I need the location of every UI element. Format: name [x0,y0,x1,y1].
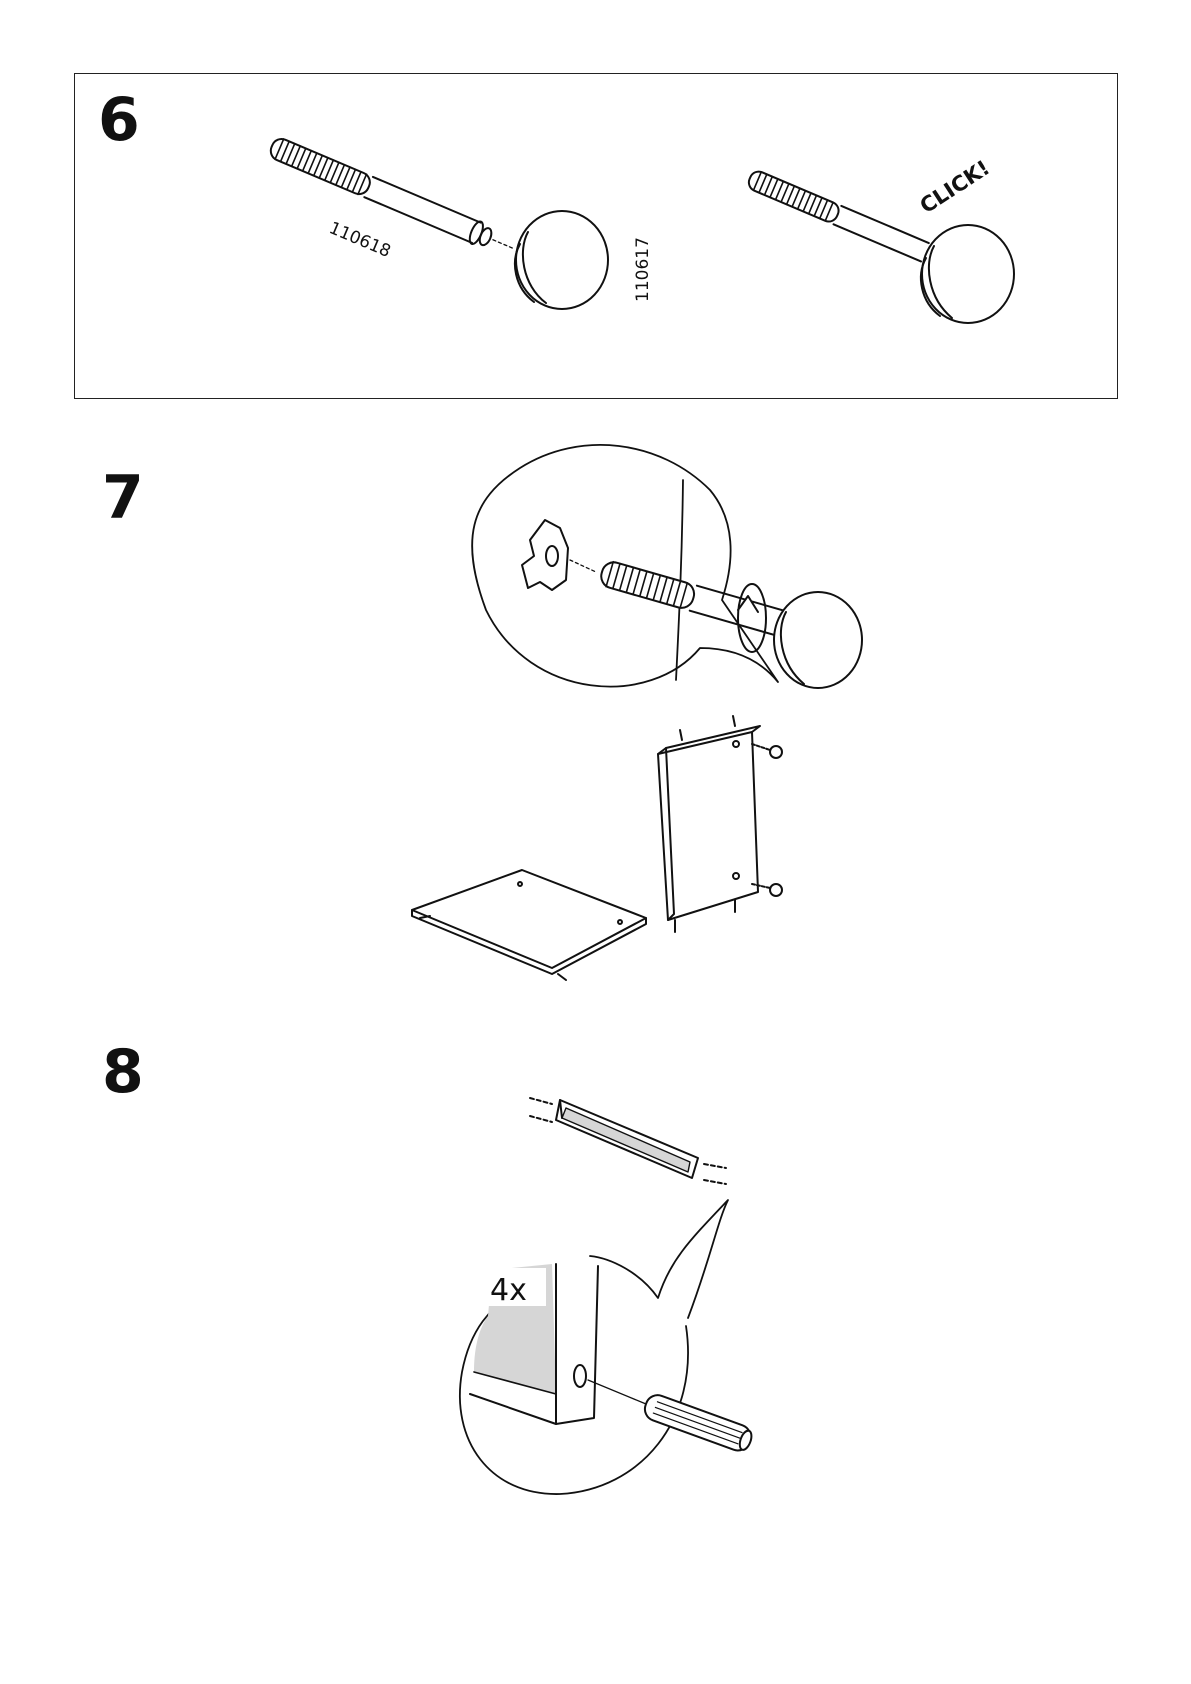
step7-side-panel [658,716,782,932]
quantity-label: 4x [490,1273,527,1308]
step8-rail [530,1098,726,1184]
rotate-arrow-icon [738,584,766,652]
step8-detail-callout [460,1200,755,1494]
step6-assembled-bolt [746,169,929,262]
knob-part-number: 110617 [633,237,653,302]
click-label: CLICK! [916,156,994,219]
cam-nut-icon [522,520,568,590]
step6-bolt-110618 [267,135,518,259]
bolt-part-number: 110618 [326,218,394,262]
step6-assembled-knob [921,225,1014,323]
step7-detail-callout [472,445,862,688]
step7-bottom-panel [412,870,646,980]
step6-knob-110617 [515,211,608,309]
